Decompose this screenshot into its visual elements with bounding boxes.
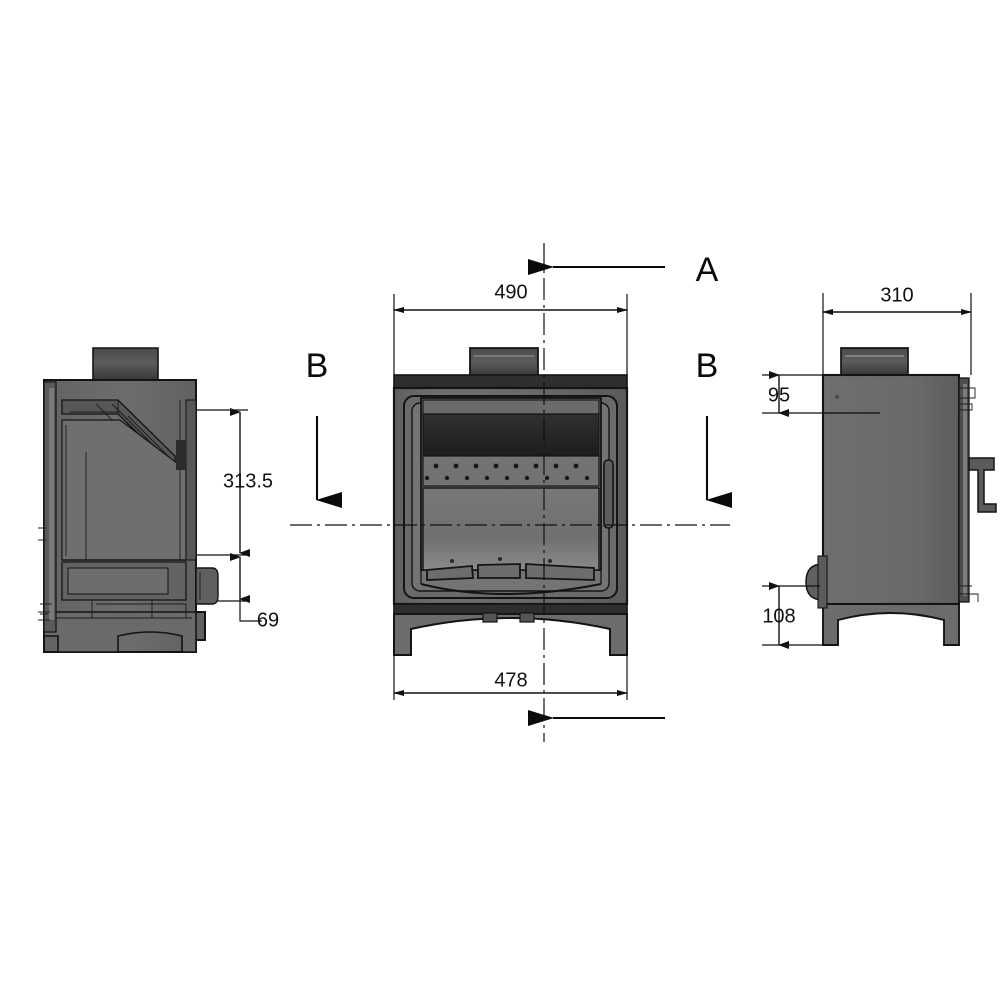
front-view-grate-studs	[450, 557, 552, 563]
front-view-glass-top-rail	[422, 399, 600, 415]
section-marker-b-left: B	[306, 347, 342, 508]
section-marker-a-top-label: A	[696, 251, 719, 289]
left-view-rear-port	[176, 440, 186, 470]
front-view-ash-lip	[420, 583, 602, 595]
side-view-hinge-top	[959, 387, 976, 399]
front-view-upper-glass	[422, 413, 600, 457]
left-view-ash-pan	[67, 567, 169, 595]
front-view-airwash-holes-row2	[424, 475, 590, 481]
dimension-478: 478	[393, 640, 628, 700]
side-view-door-edge-highlight	[963, 384, 967, 596]
side-view-flue-collar	[840, 347, 909, 378]
dimension-69: 69	[230, 553, 279, 631]
dimension-69-label: 69	[257, 609, 279, 631]
side-view-door-handle[interactable]	[968, 457, 997, 513]
side-view-rear-spigot-plate	[817, 555, 828, 609]
front-view-top-plate	[393, 374, 628, 389]
front-view-air-control-right[interactable]	[519, 612, 535, 623]
left-view-lower-detail-2	[96, 603, 187, 618]
side-view-hinge-bottom	[959, 585, 979, 602]
dimension-310: 310	[822, 284, 972, 375]
side-view-body	[821, 373, 961, 606]
left-view-plinth	[43, 611, 197, 653]
front-view-grate-bar-right	[525, 563, 595, 581]
section-marker-a-top: A	[528, 251, 719, 289]
center-front-view	[392, 347, 629, 656]
left-view-hinge-marks	[38, 527, 46, 541]
section-marker-b-right: B	[696, 347, 732, 508]
dimension-108-label: 108	[762, 605, 795, 627]
left-view-rear-spigot	[195, 567, 219, 605]
left-view-rear-wall	[185, 399, 197, 561]
left-view-flue-collar	[92, 347, 159, 383]
section-marker-b-left-label: B	[306, 347, 329, 385]
front-view-plinth	[393, 613, 628, 656]
dimension-108: 108	[762, 582, 826, 649]
front-view-grate-bar-center	[477, 563, 521, 579]
side-view-fixing-dot	[835, 395, 839, 399]
front-view-base-plate	[393, 603, 628, 615]
dimension-490: 490	[393, 281, 628, 378]
front-view-flue-collar	[469, 347, 539, 379]
side-view-hinge-top-2	[959, 403, 973, 411]
left-view-lower-detail	[91, 600, 153, 618]
section-marker-b-right-label: B	[696, 347, 719, 385]
front-view-grate-bar-left	[426, 565, 474, 581]
front-view-air-control-left[interactable]	[482, 612, 498, 623]
left-section-view	[38, 347, 219, 653]
dimension-313-5-label: 313.5	[223, 470, 273, 492]
front-view-airwash-band	[422, 455, 600, 487]
left-view-tabs	[40, 603, 52, 628]
dimension-478-label: 478	[494, 669, 527, 691]
dimension-95-label: 95	[768, 384, 790, 406]
dimension-310-label: 310	[880, 284, 913, 306]
right-side-view	[805, 347, 997, 646]
side-view-plinth	[822, 603, 960, 646]
dimension-95: 95	[762, 371, 880, 417]
front-view-door-handle[interactable]	[603, 459, 614, 529]
front-view-airwash-holes-row1	[433, 463, 579, 469]
front-view-lower-window	[422, 487, 600, 571]
dimension-69-leader	[239, 599, 262, 622]
dimension-313-5: 313.5	[223, 408, 273, 557]
dimension-490-label: 490	[494, 281, 527, 303]
left-view-door-glass-edge	[49, 388, 54, 620]
front-view-ash-lip-sides	[420, 570, 602, 584]
